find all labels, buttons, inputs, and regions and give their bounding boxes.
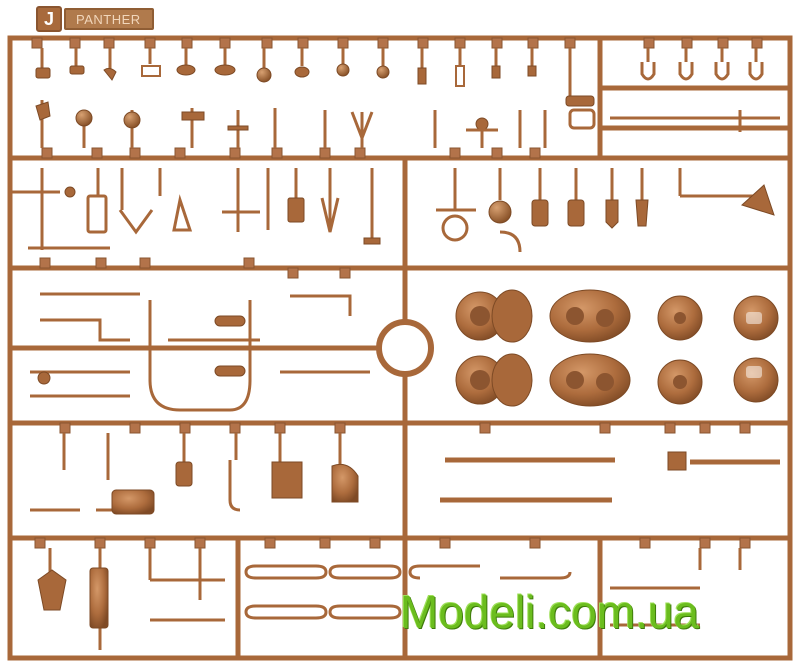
- band2-stems: [12, 168, 374, 250]
- band3-parts: [37, 315, 246, 385]
- band4-stems: [30, 433, 342, 512]
- disc-parts: [455, 289, 779, 407]
- band2-parts: [64, 186, 381, 245]
- band5-parts: [37, 567, 109, 629]
- row1-parts: [35, 63, 595, 107]
- hook-parts: [568, 62, 780, 132]
- row1-stems: [40, 48, 758, 96]
- band4-parts: [111, 461, 359, 515]
- sprue-letter-badge: J: [36, 6, 62, 32]
- sprue-name-tab: PANTHER: [64, 8, 154, 30]
- band4r-parts: [667, 451, 687, 471]
- watermark-text: Modeli.com.ua: [400, 586, 700, 638]
- sprue-runners: [7, 35, 793, 661]
- gate-tabs: [31, 37, 763, 549]
- band5-stems: [48, 548, 742, 650]
- band4r-rods: [440, 457, 780, 503]
- row2-stems: [40, 100, 547, 148]
- band2r-parts: [441, 184, 775, 242]
- sprue-ring: [376, 319, 434, 377]
- band2r-stems: [436, 168, 760, 253]
- band3-rods: [30, 292, 370, 412]
- row2-parts: [35, 101, 498, 143]
